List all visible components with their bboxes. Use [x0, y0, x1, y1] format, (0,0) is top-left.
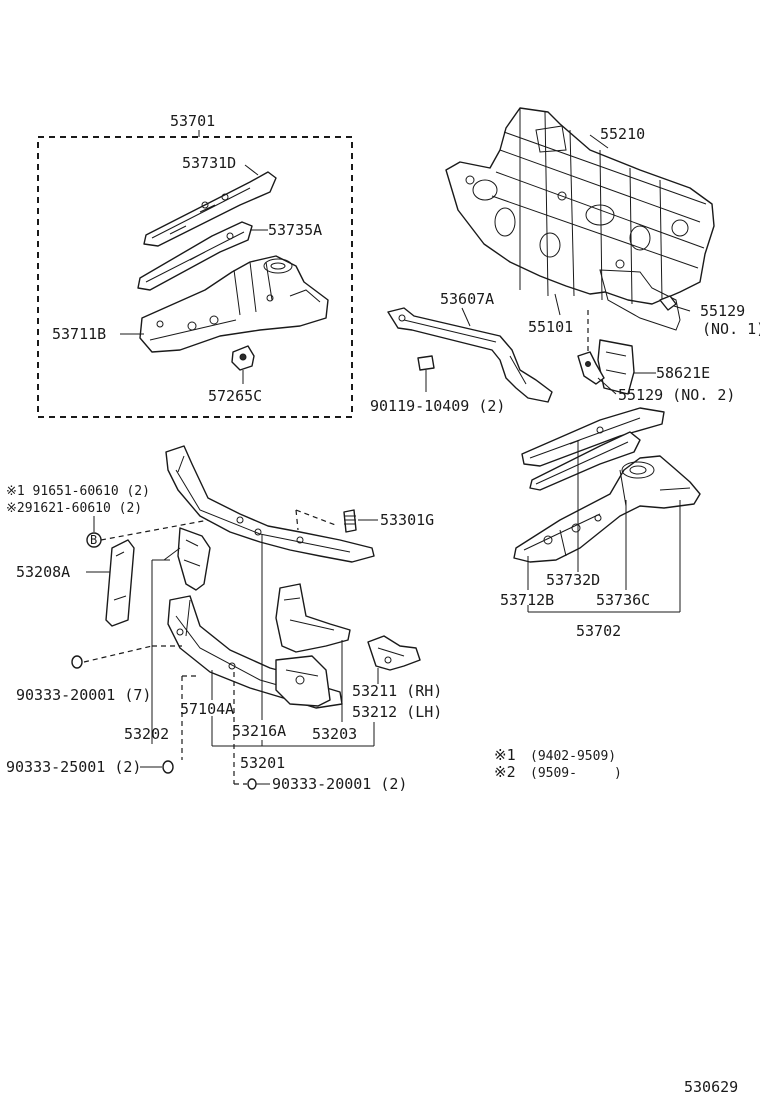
figure-number: 530629	[684, 1078, 738, 1096]
label-90119: 90119-10409 (2)	[370, 397, 505, 415]
part-90333-25001[interactable]	[162, 760, 174, 774]
part-58621e[interactable]	[597, 339, 635, 395]
part-53712b[interactable]	[513, 455, 701, 563]
label-53712b: 53712B	[500, 591, 554, 609]
label-53301g: 53301G	[380, 511, 434, 529]
label-note1-part: ※1 91651-60610 (2)	[6, 484, 150, 499]
label-55129-no1-tag: (NO. 1)	[702, 320, 760, 338]
label-53701: 53701	[170, 112, 215, 130]
group-53701: 53701 53731D 53735A	[37, 112, 353, 418]
label-90333-20001-2: 90333-20001 (2)	[272, 775, 407, 793]
label-53711b: 53711B	[52, 325, 106, 343]
part-bolt-b[interactable]: B	[86, 532, 102, 548]
label-53736c: 53736C	[596, 591, 650, 609]
notes-left: ※1 91651-60610 (2) ※291621-60610 (2)	[6, 484, 150, 532]
part-55210-dash-panel[interactable]	[445, 107, 715, 331]
part-53301g[interactable]	[343, 509, 357, 533]
part-90333-20001-2[interactable]	[247, 778, 257, 790]
label-53208a: 53208A	[16, 563, 70, 581]
label-53202: 53202	[124, 725, 169, 743]
label-90333-20001-7: 90333-20001 (7)	[16, 686, 151, 704]
label-55210: 55210	[600, 125, 645, 143]
part-53736c[interactable]	[529, 431, 641, 491]
label-53735a: 53735A	[268, 221, 322, 239]
part-90119-bolt[interactable]	[417, 355, 435, 392]
part-53208a[interactable]	[105, 539, 135, 627]
legend-2-range: (9509-	[530, 766, 577, 781]
label-53201: 53201	[240, 754, 285, 772]
label-57104a: 57104A	[180, 700, 234, 718]
part-55129-no1[interactable]	[659, 295, 677, 311]
group-53702: 53732D 53712B 53736C 53702	[500, 407, 701, 640]
label-57265c: 57265C	[208, 387, 262, 405]
part-53607a[interactable]	[387, 307, 553, 403]
bolt-b-letter: B	[90, 533, 97, 547]
label-90333-25001: 90333-25001 (2)	[6, 758, 141, 776]
part-53216a[interactable]	[165, 445, 375, 563]
legend-2-mark: ※2	[494, 763, 516, 781]
part-57265c[interactable]	[231, 345, 255, 371]
part-53731d[interactable]	[143, 171, 277, 247]
part-53735a[interactable]	[137, 221, 253, 291]
label-note2-part: ※291621-60610 (2)	[6, 501, 142, 516]
legend-1-range: (9402-9509)	[530, 749, 616, 764]
label-53212: 53212 (LH)	[352, 703, 442, 721]
label-53203: 53203	[312, 725, 357, 743]
part-53203[interactable]	[275, 583, 351, 707]
label-55129-no1: 55129	[700, 302, 745, 320]
part-53211[interactable]	[367, 635, 421, 671]
part-53711b[interactable]	[139, 255, 329, 353]
label-55129-no2: 55129 (NO. 2)	[618, 386, 735, 404]
group-53701-box	[37, 136, 353, 418]
label-53702: 53702	[576, 622, 621, 640]
label-53732d: 53732D	[546, 571, 600, 589]
part-53202[interactable]	[177, 527, 211, 591]
legend-1-mark: ※1	[494, 746, 516, 764]
part-55129-no2[interactable]	[577, 351, 605, 385]
legend-2-close: )	[614, 766, 622, 781]
part-53732d[interactable]	[521, 407, 665, 467]
label-53216a: 53216A	[232, 722, 286, 740]
label-58621e: 58621E	[656, 364, 710, 382]
label-53211: 53211 (RH)	[352, 682, 442, 700]
label-55101: 55101	[528, 318, 573, 336]
legend: ※1 (9402-9509) ※2 (9509- )	[494, 746, 622, 781]
label-53731d: 53731D	[182, 154, 236, 172]
part-90333-20001-7[interactable]	[71, 655, 83, 669]
label-53607a: 53607A	[440, 290, 494, 308]
